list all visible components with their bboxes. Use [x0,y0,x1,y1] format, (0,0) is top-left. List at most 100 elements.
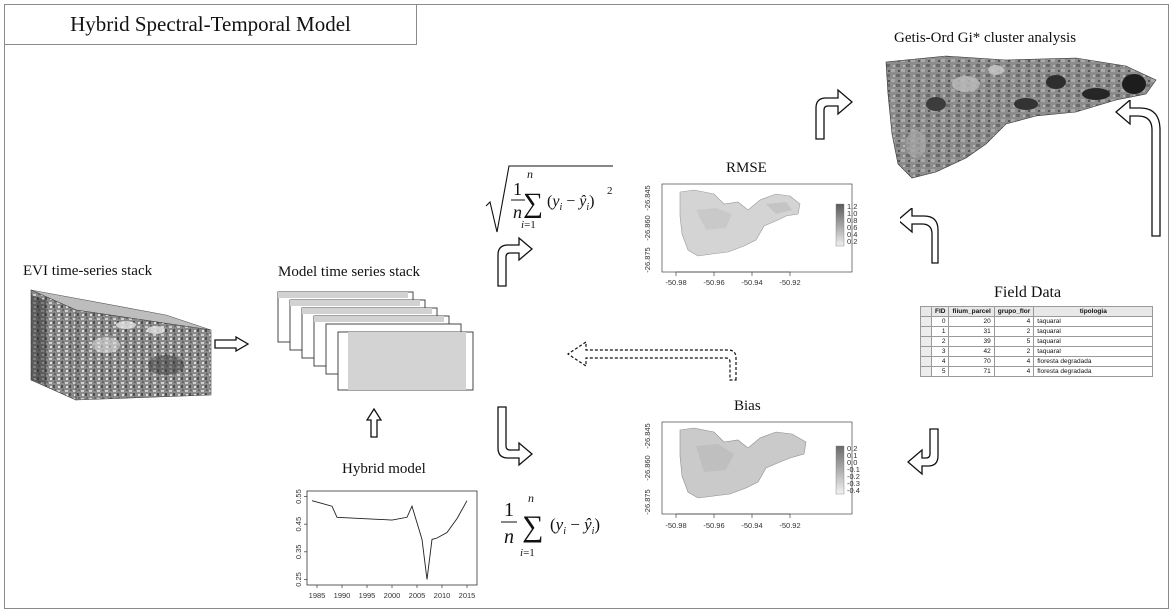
table-row: 4 70 4 floresta degradada [920,356,1154,367]
table-cell: 2 [993,326,1035,337]
rmse-legend-label: 0.4 [847,230,857,239]
table-cell: 4 [930,356,950,367]
model-stack-label: Model time series stack [278,264,421,280]
row-header-cell [920,336,932,347]
getis-map [885,55,1157,179]
outer-frame [4,4,1169,609]
column-header: FID [930,306,950,317]
table-cell: floresta degradada [1033,356,1154,367]
svg-text:1: 1 [513,179,522,199]
table-cell: 5 [930,366,950,377]
svg-text:i=1: i=1 [521,219,536,231]
table-cell: taquaral [1033,326,1154,337]
table-row: 1 31 2 taquaral [920,326,1154,337]
table-cell: 4 [993,356,1035,367]
bias-legend-label: -0.3 [847,479,860,488]
row-header-cell [920,326,932,337]
x-tick-label: 2015 [459,591,476,600]
rmse-y-tick: -26.875 [643,247,652,272]
y-tick-label: 0.25 [294,572,303,587]
table-cell: taquaral [1033,316,1154,327]
arrow-field-to-bias [907,428,939,476]
rmse-x-tick: -50.92 [779,278,800,287]
table-cell: 2 [930,336,950,347]
svg-text:n: n [513,202,522,222]
arrow-evi-to-stack [214,336,250,352]
hybrid-series-line [311,500,468,580]
table-cell: floresta degradada [1033,366,1154,377]
table-cell: 3 [930,346,950,357]
table-cell: 71 [948,366,995,377]
rmse-x-tick: -50.98 [665,278,686,287]
rmse-legend-label: 1.2 [847,202,857,211]
table-cell: 20 [948,316,995,327]
x-tick-label: 1985 [309,591,326,600]
row-header-cell [920,316,932,327]
arrow-stack-to-rmse [497,236,534,287]
table-cell: 70 [948,356,995,367]
x-tick-label: 1990 [334,591,351,600]
table-cell: 39 [948,336,995,347]
row-header-cell [920,306,932,317]
bias-x-tick: -50.98 [665,521,686,530]
rmse-legend-bar [835,203,845,247]
svg-text:n: n [528,491,534,505]
table-cell: 5 [993,336,1035,347]
table-header-row: FID fiium_parcel grupo_flor tipologia [920,306,1154,317]
bias-y-axis: -26.845 -26.860 -26.875 [643,423,652,514]
bias-x-axis: -50.98 -50.96 -50.94 -50.92 [665,513,801,530]
field-data-table: FID fiium_parcel grupo_flor tipologia 0 … [920,306,1154,377]
svg-text:∑: ∑ [523,188,543,219]
table-cell: 31 [948,326,995,337]
bias-x-tick: -50.92 [779,521,800,530]
table-cell: 0 [930,316,950,327]
rmse-map: -50.98 -50.96 -50.94 -50.92 -26.845 -26.… [643,183,857,287]
y-tick-label: 0.35 [294,545,303,560]
rmse-label: RMSE [726,160,767,176]
table-cell: 4 [993,366,1035,377]
chart-plot-area [306,490,478,586]
rmse-x-axis: -50.98 -50.96 -50.94 -50.92 [665,271,801,287]
arrow-hybrid-to-stack [366,408,382,438]
bias-label: Bias [734,398,761,414]
x-tick-label: 2010 [434,591,451,600]
bias-x-tick: -50.96 [703,521,724,530]
row-header-cell [920,346,932,357]
svg-text:n: n [504,526,514,548]
svg-text:(yi − ŷi): (yi − ŷi) [550,515,600,537]
bias-legend-label: 0.1 [847,451,857,460]
x-tick-label: 1995 [359,591,376,600]
bias-y-tick: -26.845 [643,423,652,448]
table-row: 0 20 4 taquaral [920,316,1154,327]
rmse-y-axis: -26.845 -26.860 -26.875 [643,185,652,272]
row-header-cell [920,366,932,377]
rmse-x-tick: -50.94 [741,278,762,287]
model-stack-image [277,291,474,391]
bias-legend-bar [835,445,845,495]
field-data-label: Field Data [994,284,1062,301]
evi-stack-label: EVI time-series stack [23,263,153,279]
row-header-cell [920,356,932,367]
svg-text:2: 2 [607,185,613,197]
bias-map: -50.98 -50.96 -50.94 -50.92 -26.845 -26.… [643,421,860,530]
rmse-legend-label: 0.8 [847,216,857,225]
dashed-arrow-feedback [566,340,737,381]
arrow-field-to-getis [1115,100,1161,237]
bias-legend-label: -0.4 [847,486,860,495]
table-cell: 2 [993,346,1035,357]
table-cell: 42 [948,346,995,357]
rmse-legend-label: 1.0 [847,209,857,218]
arrow-stack-to-bias [497,406,534,467]
svg-text:(yi − ŷi): (yi − ŷi) [547,193,594,213]
rmse-legend-label: 0.2 [847,237,857,246]
svg-text:1: 1 [504,499,514,521]
svg-text:i=1: i=1 [520,547,535,559]
bias-legend-label: -0.2 [847,472,860,481]
evi-stack-image [30,289,212,401]
arrow-field-to-rmse [900,208,939,264]
svg-text:∑: ∑ [522,510,543,543]
rmse-y-tick: -26.845 [643,185,652,210]
table-cell: 1 [930,326,950,337]
